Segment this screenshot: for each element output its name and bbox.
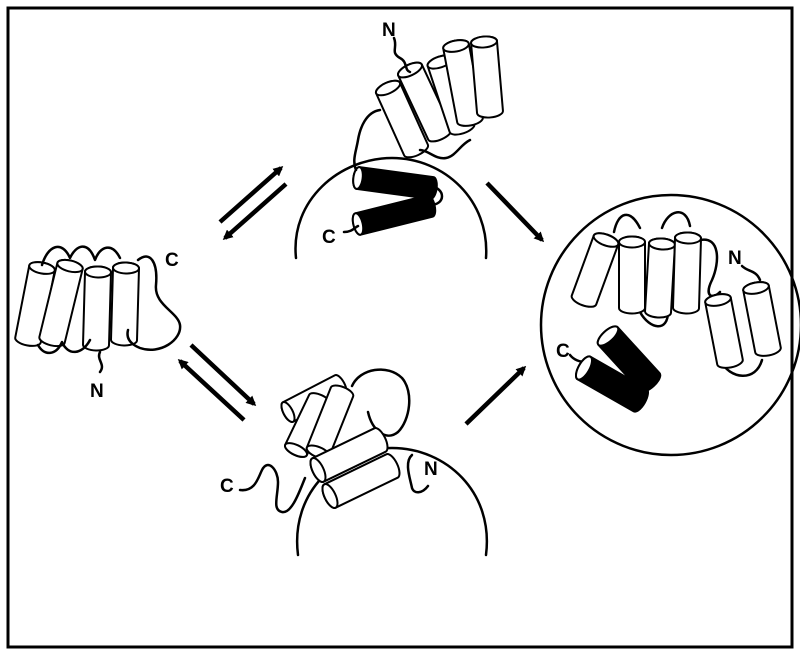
bottom-n-label: N <box>424 459 438 480</box>
left-helix-4 <box>110 261 140 347</box>
top-loop-2 <box>428 184 444 207</box>
top-membrane-helix-b <box>351 194 437 236</box>
right-membrane-helix-b <box>574 355 649 413</box>
top-c-tail <box>342 224 360 234</box>
top-helix-bundle <box>351 35 504 236</box>
right-helix-5 <box>704 293 744 369</box>
bottom-intermediate: C N <box>220 368 489 557</box>
right-helix-4 <box>672 231 702 315</box>
right-c-label: C <box>556 341 570 362</box>
left-helix-1 <box>14 261 56 347</box>
equilibrium-arrows-top-left <box>218 166 288 240</box>
arrow-top-to-right <box>485 181 545 243</box>
bottom-helix-5 <box>321 453 401 509</box>
right-helix-3 <box>644 237 676 319</box>
arrow-back-from-top <box>222 182 288 240</box>
top-n-tail <box>392 36 412 74</box>
left-helix-3 <box>82 265 112 352</box>
top-intermediate: N C <box>294 20 504 260</box>
bottom-helix-bundle <box>280 374 401 509</box>
left-c-tail <box>126 255 182 351</box>
right-helix-2 <box>618 235 646 315</box>
arrow-bottom-to-right <box>464 365 527 426</box>
right-loop-top <box>612 211 692 234</box>
top-loop-3 <box>418 138 472 160</box>
left-helix-bundle <box>14 258 140 352</box>
top-micelle-outline <box>294 156 488 260</box>
bottom-c-tail <box>238 463 307 514</box>
bottom-micelle-outline <box>295 446 489 557</box>
top-c-label: C <box>322 227 336 248</box>
left-loop-bottom <box>36 338 92 355</box>
top-loop-1 <box>353 108 382 172</box>
arrow-forward-to-top <box>218 166 284 224</box>
top-helix-1 <box>374 79 430 159</box>
left-free-protein: C N <box>14 245 182 402</box>
right-folded-state: N C <box>539 193 800 457</box>
left-c-label: C <box>165 250 179 271</box>
bottom-n-tail <box>406 453 430 494</box>
right-n-label: N <box>728 248 742 269</box>
right-micelle-circle <box>539 193 800 457</box>
left-loop-top <box>40 245 122 267</box>
arrow-back-from-bottom <box>177 358 246 422</box>
top-helix-4 <box>442 39 484 127</box>
arrow-forward-to-bottom <box>189 343 257 407</box>
right-helix-bundle <box>570 231 782 413</box>
bottom-c-label: C <box>220 476 234 497</box>
left-n-label: N <box>90 381 104 402</box>
right-helix-6 <box>742 281 782 357</box>
left-helix-2 <box>38 258 84 348</box>
top-n-label: N <box>382 20 396 41</box>
right-n-tail <box>740 264 762 282</box>
bottom-helix-4 <box>309 427 389 483</box>
equilibrium-arrows-bottom-left <box>177 343 257 422</box>
left-n-tail <box>97 350 104 374</box>
top-helix-5 <box>470 35 504 119</box>
right-helix-1 <box>570 232 620 308</box>
